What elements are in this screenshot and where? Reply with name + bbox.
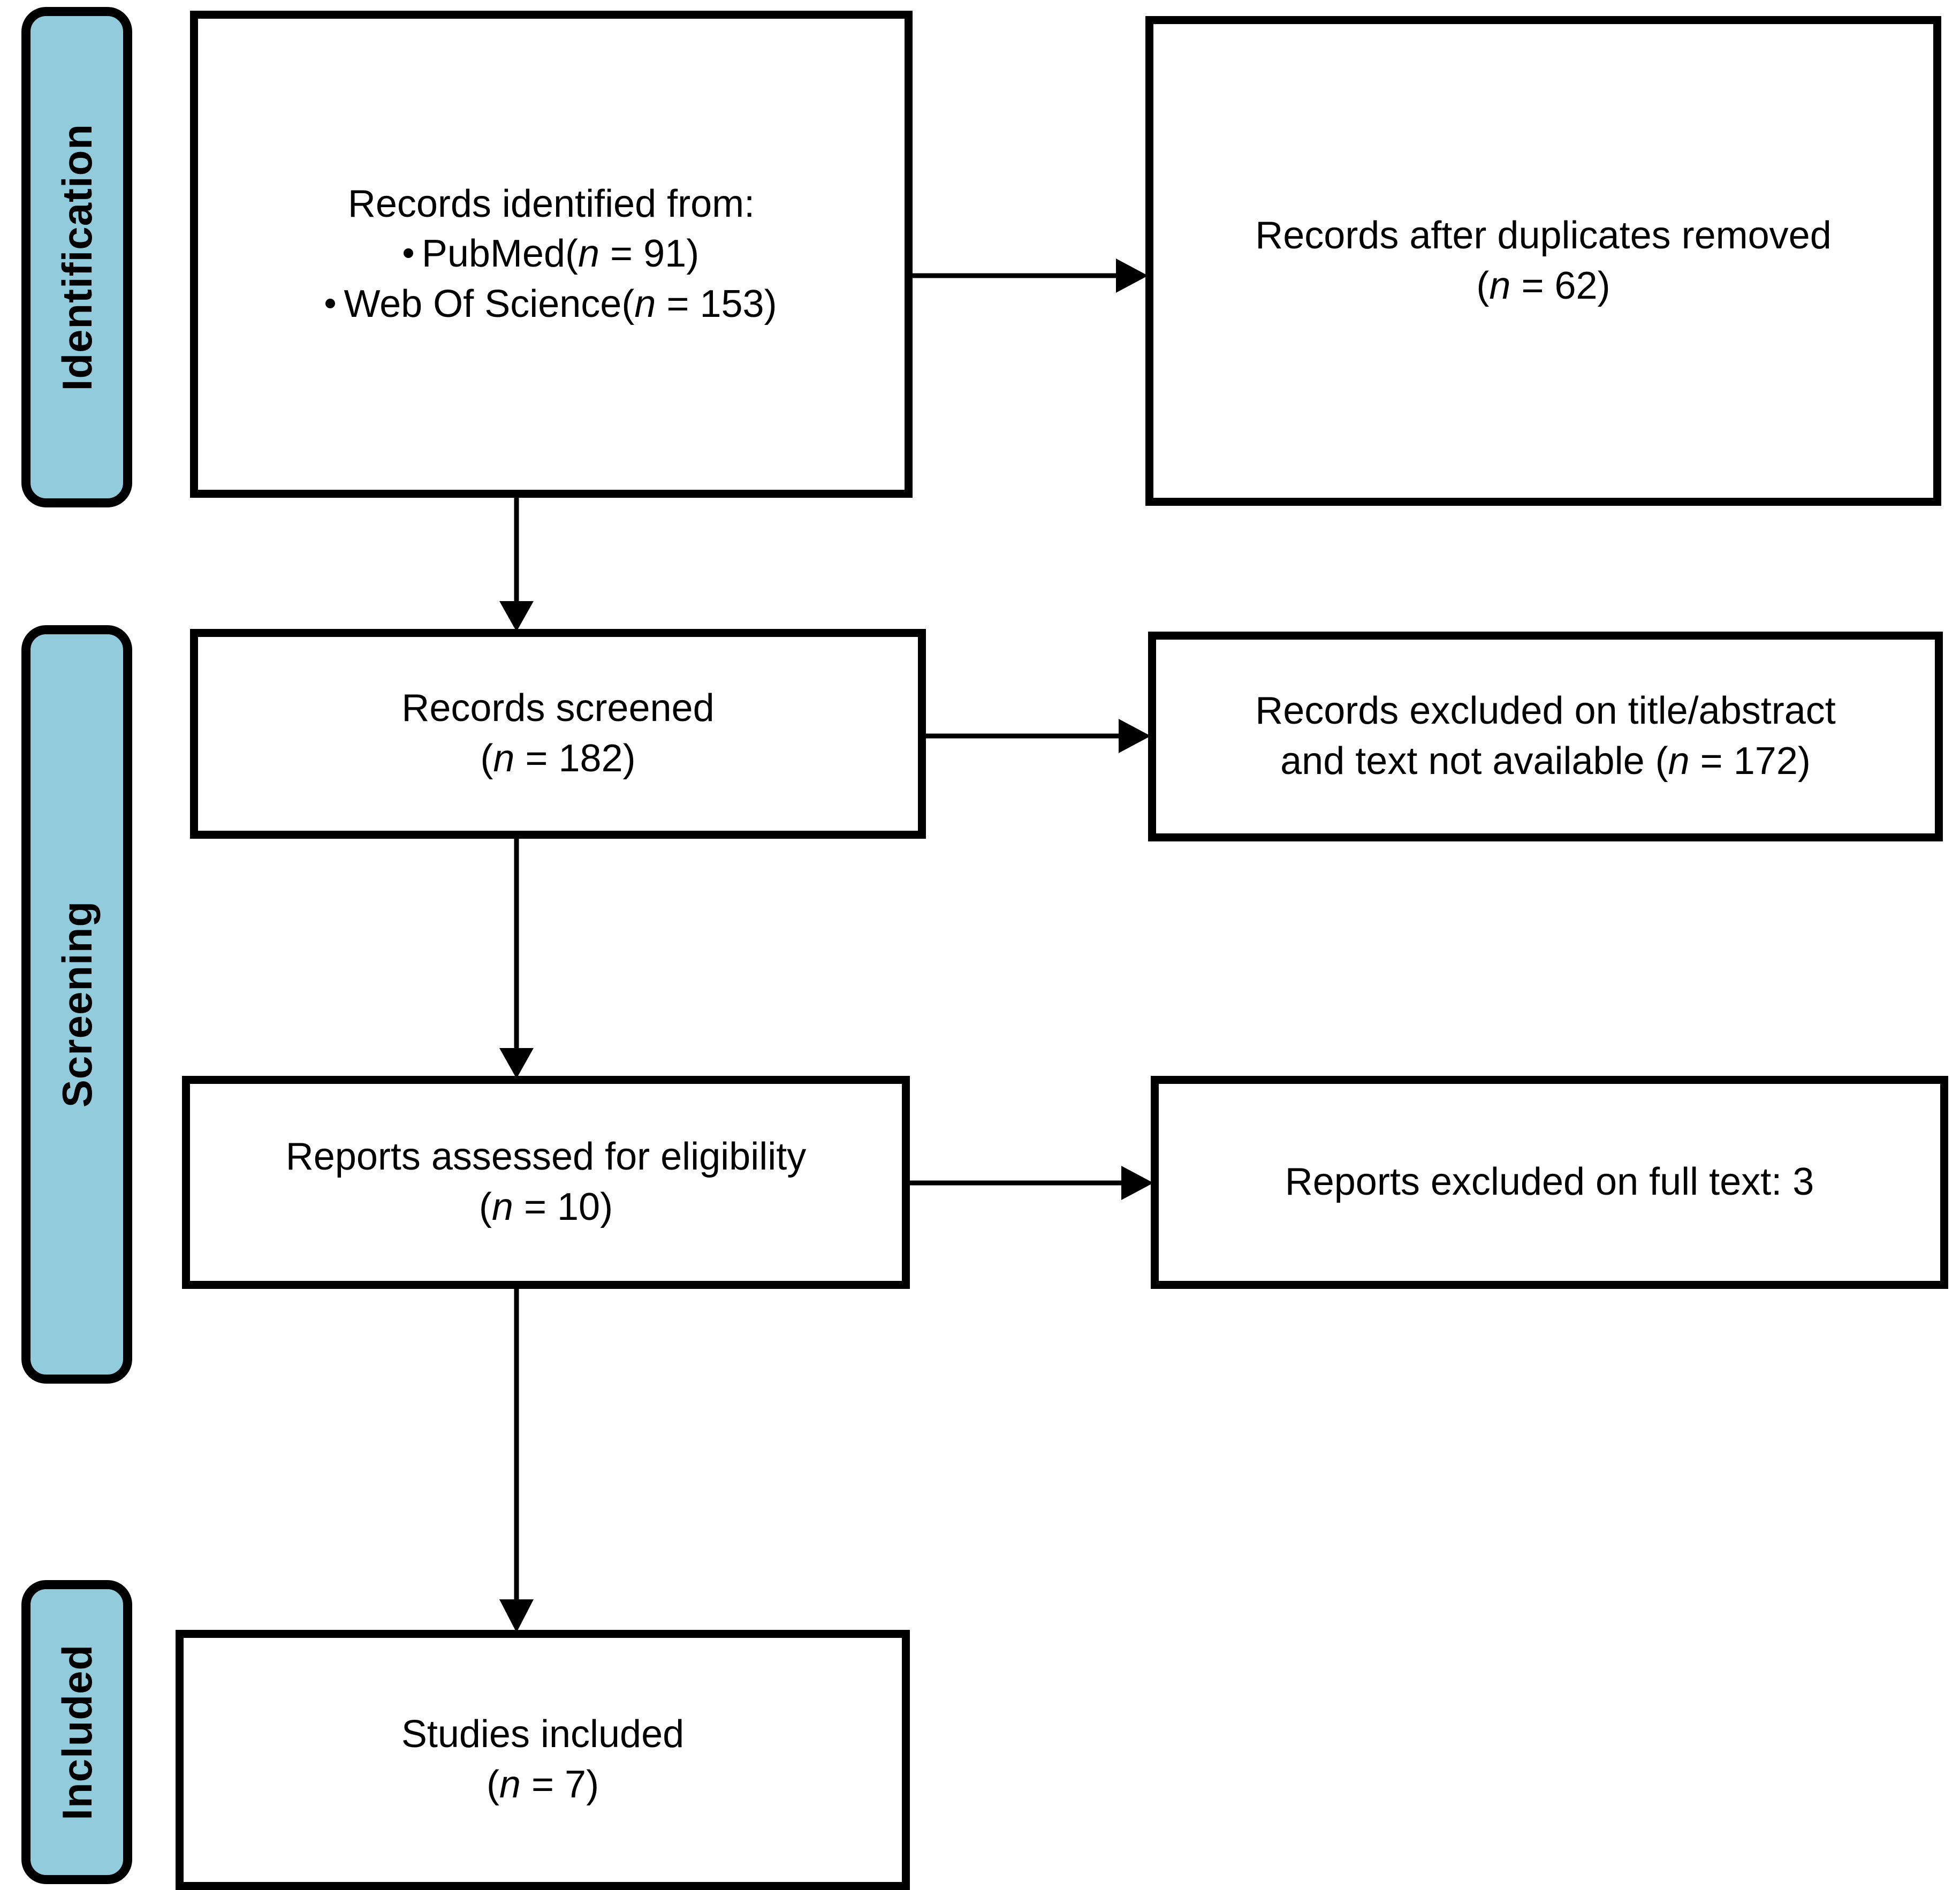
records-screened-count: (n = 182) bbox=[211, 734, 905, 784]
paren-close: ) bbox=[600, 1186, 613, 1228]
paren-close: ) bbox=[1797, 740, 1811, 783]
connector-screened-to-assessed bbox=[484, 835, 549, 1081]
records-excluded-line2-text: and text not available bbox=[1280, 740, 1655, 783]
n-equals: = bbox=[656, 282, 700, 325]
records-identified-heading: Records identified from: bbox=[347, 182, 755, 225]
paren-close: ) bbox=[764, 282, 777, 325]
n-value-records-after-duplicates: 62 bbox=[1554, 264, 1598, 307]
stage-pill-identification: Identification bbox=[21, 7, 132, 507]
n-symbol: n bbox=[493, 737, 515, 780]
reports-excluded-line1: Reports excluded on full text: 3 bbox=[1285, 1160, 1814, 1204]
connector-screened-to-excluded bbox=[923, 704, 1153, 768]
box-records-after-duplicates-text: Records after duplicates removed (n = 62… bbox=[1153, 211, 1933, 311]
box-reports-excluded: Reports excluded on full text: 3 bbox=[1151, 1076, 1948, 1289]
records-after-duplicates-line1: Records after duplicates removed bbox=[1255, 214, 1832, 257]
reports-assessed-count: (n = 10) bbox=[203, 1182, 889, 1233]
n-symbol: n bbox=[578, 232, 600, 276]
n-value-pubmed: 91 bbox=[643, 232, 687, 276]
paren-open: ( bbox=[1655, 740, 1668, 783]
box-records-screened-text: Records screened (n = 182) bbox=[198, 684, 918, 784]
paren-close: ) bbox=[622, 737, 636, 780]
paren-open: ( bbox=[621, 282, 635, 325]
studies-included-count: (n = 7) bbox=[196, 1760, 889, 1810]
box-records-excluded: Records excluded on title/abstract and t… bbox=[1148, 632, 1943, 841]
n-equals: = bbox=[1510, 264, 1555, 307]
box-records-excluded-text: Records excluded on title/abstract and t… bbox=[1156, 686, 1935, 786]
box-reports-assessed: Reports assessed for eligibility (n = 10… bbox=[182, 1076, 910, 1289]
n-symbol: n bbox=[1489, 264, 1511, 307]
records-identified-source-1: Web Of Science(n = 153) bbox=[211, 279, 892, 330]
n-value-studies-included: 7 bbox=[565, 1763, 587, 1806]
n-equals: = bbox=[599, 232, 644, 276]
connector-assessed-to-included bbox=[484, 1285, 549, 1635]
connector-identified-to-screened bbox=[484, 495, 549, 634]
box-reports-excluded-text: Reports excluded on full text: 3 bbox=[1159, 1157, 1940, 1208]
connector-identified-to-duplicates bbox=[910, 244, 1151, 308]
paren-close: ) bbox=[1597, 264, 1610, 307]
connector-assessed-to-excluded bbox=[907, 1151, 1156, 1215]
stage-label-screening: Screening bbox=[53, 901, 101, 1108]
paren-open: ( bbox=[480, 737, 493, 780]
n-equals: = bbox=[514, 737, 559, 780]
stage-label-identification: Identification bbox=[53, 123, 101, 391]
paren-open: ( bbox=[478, 1186, 492, 1228]
box-records-screened: Records screened (n = 182) bbox=[190, 629, 926, 839]
bullet-dot-icon bbox=[325, 298, 336, 308]
n-value-web-of-science: 153 bbox=[700, 282, 764, 325]
paren-close: ) bbox=[686, 232, 700, 276]
records-excluded-line2: and text not available (n = 172) bbox=[1169, 737, 1922, 787]
n-equals: = bbox=[1689, 740, 1734, 783]
stage-label-included: Included bbox=[53, 1644, 101, 1820]
n-equals: = bbox=[513, 1186, 557, 1228]
paren-open: ( bbox=[1476, 264, 1490, 307]
bullet-dot-icon bbox=[403, 248, 413, 259]
records-identified-source-0: PubMed(n = 91) bbox=[211, 229, 892, 279]
records-screened-line1: Records screened bbox=[401, 687, 715, 730]
stage-pill-screening: Screening bbox=[21, 625, 132, 1384]
records-excluded-line1: Records excluded on title/abstract bbox=[1255, 689, 1836, 733]
n-symbol: n bbox=[491, 1186, 513, 1228]
reports-assessed-line1: Reports assessed for eligibility bbox=[285, 1135, 807, 1179]
n-value-records-excluded: 172 bbox=[1733, 740, 1798, 783]
studies-included-line1: Studies included bbox=[401, 1713, 685, 1756]
n-value-records-screened: 182 bbox=[558, 737, 623, 780]
n-symbol: n bbox=[634, 282, 656, 325]
n-symbol: n bbox=[499, 1763, 521, 1806]
records-after-duplicates-count: (n = 62) bbox=[1166, 261, 1920, 312]
box-records-identified: Records identified from: PubMed(n = 91) … bbox=[190, 11, 913, 498]
n-symbol: n bbox=[1668, 740, 1690, 783]
stage-pill-included: Included bbox=[21, 1580, 132, 1884]
paren-close: ) bbox=[586, 1763, 599, 1806]
box-records-identified-text: Records identified from: PubMed(n = 91) … bbox=[198, 179, 905, 330]
source-name-web-of-science: Web Of Science bbox=[344, 282, 622, 325]
box-studies-included-text: Studies included (n = 7) bbox=[184, 1710, 902, 1810]
box-studies-included: Studies included (n = 7) bbox=[176, 1630, 910, 1890]
box-reports-assessed-text: Reports assessed for eligibility (n = 10… bbox=[190, 1132, 902, 1232]
n-equals: = bbox=[520, 1763, 565, 1806]
paren-open: ( bbox=[565, 232, 578, 276]
box-records-after-duplicates: Records after duplicates removed (n = 62… bbox=[1145, 16, 1941, 506]
source-name-pubmed: PubMed bbox=[421, 232, 565, 276]
n-value-reports-assessed: 10 bbox=[557, 1186, 601, 1228]
paren-open: ( bbox=[486, 1763, 499, 1806]
